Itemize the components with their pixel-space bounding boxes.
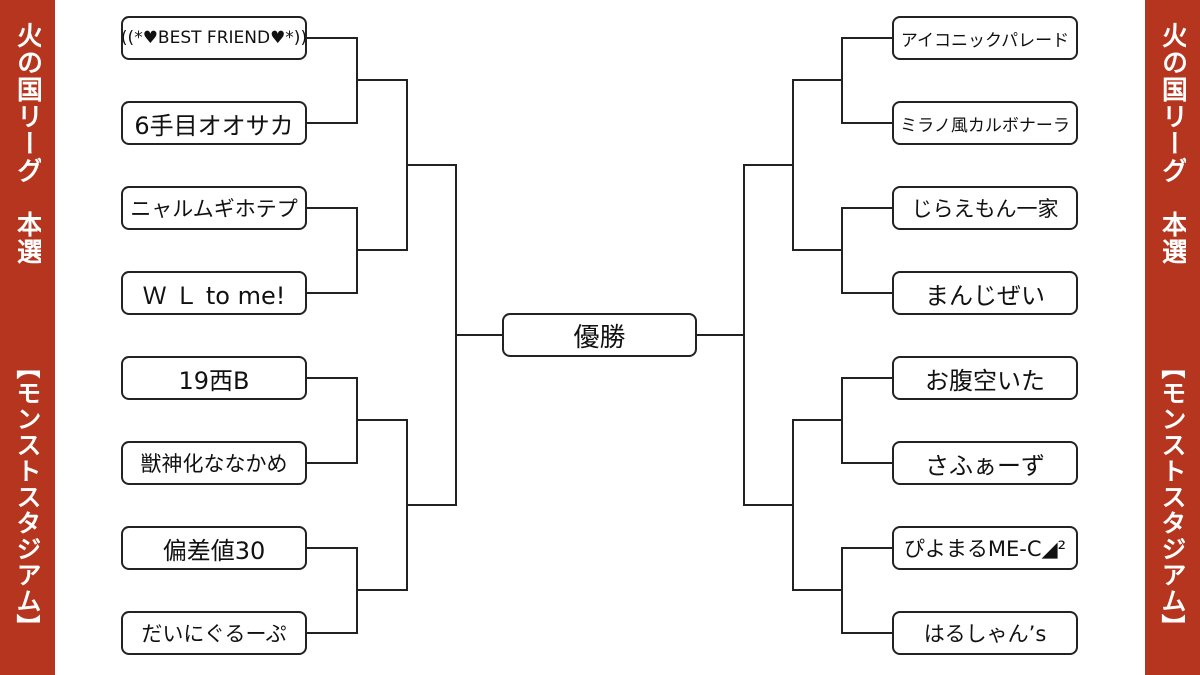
league-title-right: 火の国リーグ 本選 [1159,22,1186,265]
team-box-right-2: ミラノ風カルボナーラ [892,101,1078,145]
team-box-right-7: ぴよまるME-C◢² [892,526,1078,570]
bracket-line [307,207,358,294]
bracket-line [307,547,358,634]
team-box-left-1: (((*♥BEST FRIEND♥*))) [121,16,307,60]
champion-box: 優勝 [502,313,697,357]
bracket-line [407,164,457,506]
bracket-line [743,164,793,506]
bracket-line [841,547,892,634]
bracket-line [792,419,842,591]
bracket-line [841,37,892,124]
team-box-left-2: 6手目オオサカ [121,101,307,145]
team-box-left-6: 獣神化ななかめ [121,441,307,485]
bracket-line [792,79,842,251]
right-banner: 火の国リーグ 本選 【モンストスタジアム】 [1145,0,1200,675]
bracket-line [841,377,892,464]
team-box-right-3: じらえもん一家 [892,186,1078,230]
bracket-line [357,419,408,591]
team-box-left-4: Ｗ Ｌ to me! [121,271,307,315]
team-box-left-7: 偏差値30 [121,526,307,570]
bracket-line [357,79,408,251]
team-box-left-3: ニャルムギホテプ [121,186,307,230]
bracket-line [841,207,892,294]
team-box-right-6: さふぁーず [892,441,1078,485]
team-box-right-5: お腹空いた [892,356,1078,400]
stadium-title-left: 【モンストスタジアム】 [15,354,40,640]
bracket-line [307,377,358,464]
team-box-right-8: はるしゃん’s [892,611,1078,655]
team-box-left-5: 19西B [121,356,307,400]
team-box-right-4: まんじぜい [892,271,1078,315]
team-box-right-1: アイコニックパレード [892,16,1078,60]
left-banner: 火の国リーグ 本選 【モンストスタジアム】 [0,0,55,675]
team-box-left-8: だいにぐるーぷ [121,611,307,655]
league-title-left: 火の国リーグ 本選 [14,22,41,265]
bracket-line [307,37,358,124]
stadium-title-right: 【モンストスタジアム】 [1160,354,1185,640]
